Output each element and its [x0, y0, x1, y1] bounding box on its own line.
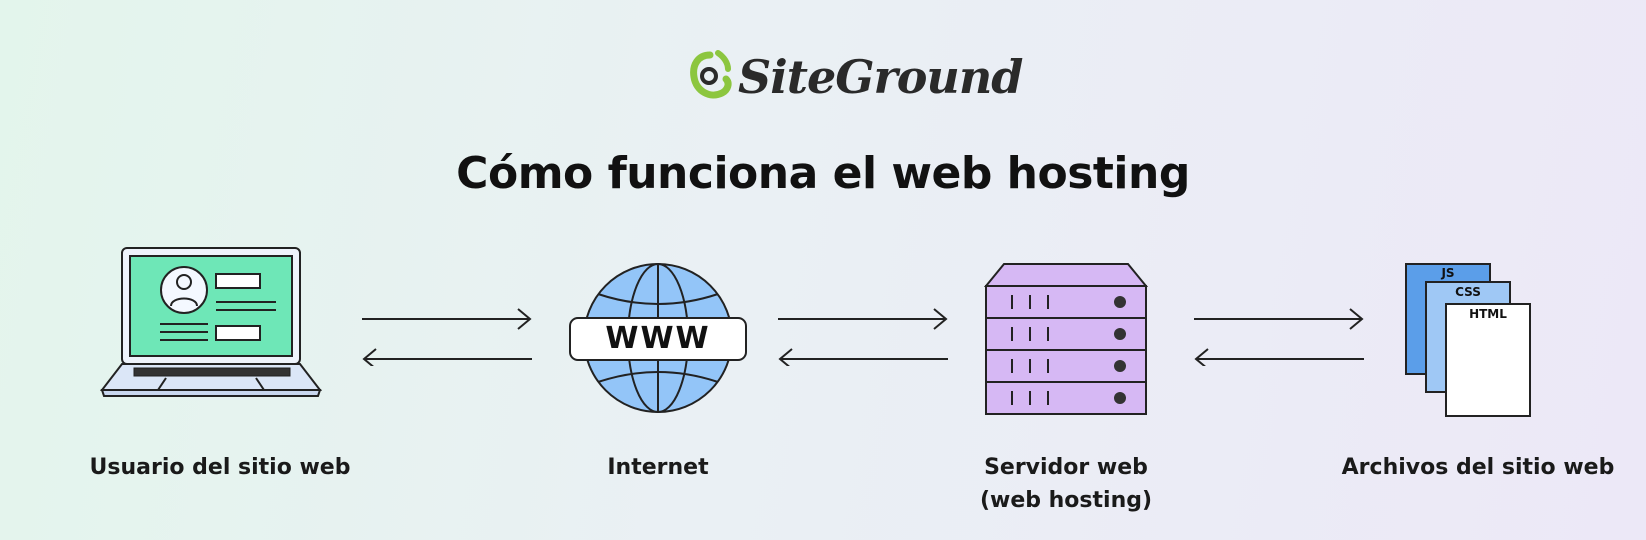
node-label-user: Usuario del sitio web: [89, 455, 351, 480]
node-label-server-line2: (web hosting): [979, 488, 1153, 513]
siteground-swirl-icon: [690, 50, 732, 99]
bidirectional-arrow-internet-server: [778, 308, 948, 366]
file-label-js: JS: [1441, 266, 1455, 280]
logo-text: SiteGround: [738, 50, 1023, 104]
page-title: Cómo funciona el web hosting: [456, 148, 1190, 199]
www-badge: WWW: [605, 321, 711, 356]
siteground-logo: SiteGround: [688, 44, 1023, 110]
file-label-css: CSS: [1455, 285, 1481, 299]
laptop-profile-icon: [100, 247, 323, 397]
file-label-html: HTML: [1469, 307, 1507, 321]
stacked-files-icon: [1405, 263, 1531, 417]
globe-icon: [569, 263, 747, 413]
bidirectional-arrow-server-files: [1194, 308, 1364, 366]
node-label-internet: Internet: [607, 455, 709, 480]
node-label-files: Archivos del sitio web: [1341, 455, 1615, 480]
server-rack-icon: [984, 263, 1148, 415]
node-label-server-line1: Servidor web: [984, 455, 1148, 480]
node-label-server: Servidor web (web hosting): [936, 451, 1196, 517]
bidirectional-arrow-user-internet: [362, 308, 532, 366]
